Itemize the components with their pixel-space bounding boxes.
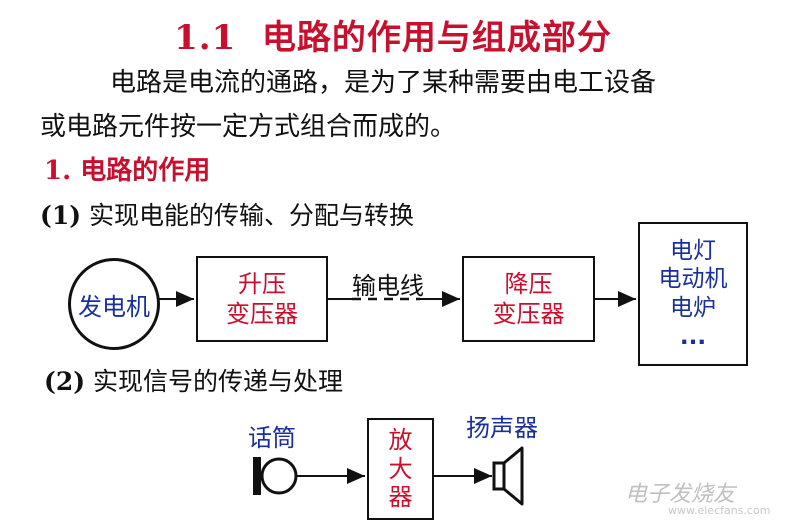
load-item: ... xyxy=(679,323,707,350)
microphone-label: 话筒 xyxy=(248,424,296,452)
load-item: 电炉 xyxy=(670,295,716,321)
step-down-line-1: 降压 xyxy=(504,270,553,298)
function-1-text: 实现电能的传输、分配与转换 xyxy=(89,201,415,230)
step-up-line-2: 变压器 xyxy=(226,300,298,328)
step-down-line-2: 变压器 xyxy=(492,300,565,328)
amplifier-box: 放 大 器 xyxy=(367,418,434,520)
microphone-head-icon xyxy=(260,457,298,495)
function-1-number: (1) xyxy=(40,201,82,230)
transmission-line-label: 输电线 xyxy=(352,272,424,300)
function-2-number: (2) xyxy=(44,367,86,396)
amplifier-char: 大 xyxy=(388,454,413,483)
intro-line-1: 电路是电流的通路，是为了某种需要由电工设备 xyxy=(110,68,657,98)
title-text: 电路的作用与组成部分 xyxy=(261,18,612,58)
speaker-cone-icon xyxy=(502,446,524,506)
function-2-heading: (2) 实现信号的传递与处理 xyxy=(44,362,343,398)
load-item: 电动机 xyxy=(658,266,728,293)
watermark-logo: 电子发烧友 xyxy=(625,482,736,507)
section-heading: 1. 电路的作用 xyxy=(44,156,211,186)
watermark-url: www.elecfans.com xyxy=(668,504,771,517)
step-up-transformer-box: 升压 变压器 xyxy=(196,256,328,342)
load-item: 电灯 xyxy=(670,237,716,264)
intro-line-2: 或电路元件按一定方式组合而成的。 xyxy=(40,112,457,142)
microphone-bar-icon xyxy=(253,457,261,495)
generator-node: 发电机 xyxy=(68,258,160,350)
step-up-line-1: 升压 xyxy=(238,270,286,298)
loads-box: 电灯 电动机 电炉 ... xyxy=(638,222,748,366)
title-number: 1.1 xyxy=(174,18,237,58)
function-1-heading: (1) 实现电能的传输、分配与转换 xyxy=(40,196,414,232)
generator-label: 发电机 xyxy=(78,292,150,321)
page-title: 1.1 电路的作用与组成部分 xyxy=(0,10,786,59)
function-2-text: 实现信号的传递与处理 xyxy=(93,367,344,396)
amplifier-char: 器 xyxy=(388,483,413,512)
amplifier-char: 放 xyxy=(388,425,413,454)
speaker-label: 扬声器 xyxy=(466,414,538,442)
step-down-transformer-box: 降压 变压器 xyxy=(462,256,595,342)
